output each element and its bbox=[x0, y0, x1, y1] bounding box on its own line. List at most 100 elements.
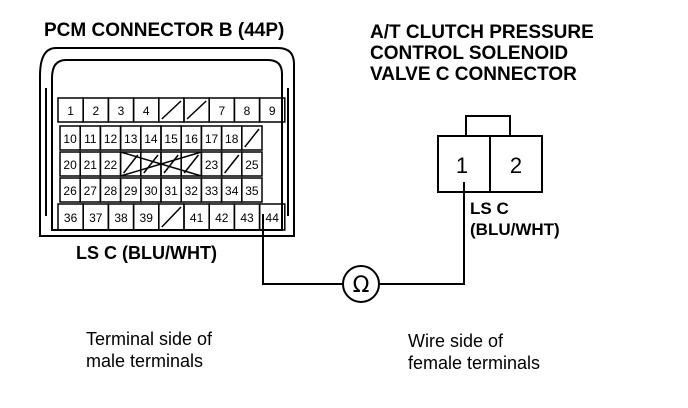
ohm-symbol: Ω bbox=[353, 273, 370, 298]
pcm-terminal-number: 31 bbox=[164, 184, 178, 198]
pcm-terminal-number: 14 bbox=[144, 132, 158, 146]
pcm-terminal: 17 bbox=[200, 125, 223, 151]
pcm-terminal: 21 bbox=[79, 151, 102, 177]
pcm-terminal-number: 36 bbox=[64, 211, 78, 225]
pcm-terminal-number: 13 bbox=[124, 132, 138, 146]
pcm-terminal-number: 10 bbox=[63, 132, 77, 146]
probe-wires bbox=[262, 182, 465, 285]
pcm-terminal-number: 22 bbox=[104, 158, 118, 172]
pcm-terminal-number: 26 bbox=[63, 184, 77, 198]
pcm-terminal-number: 1 bbox=[67, 104, 74, 118]
pcm-terminal-number: 28 bbox=[104, 184, 118, 198]
solenoid-title-line: A/T CLUTCH PRESSURE bbox=[370, 22, 594, 43]
pcm-connector-title: PCM CONNECTOR B (44P) bbox=[44, 20, 285, 41]
pcm-terminal-number: 15 bbox=[164, 132, 178, 146]
pcm-terminal: 39 bbox=[132, 203, 160, 231]
pcm-terminal bbox=[241, 125, 263, 151]
pcm-terminal: 20 bbox=[59, 151, 81, 177]
pcm-terminal: 30 bbox=[140, 177, 162, 203]
pcm-terminal bbox=[183, 97, 210, 123]
pcm-terminal-number: 42 bbox=[215, 211, 229, 225]
note-line: Terminal side of bbox=[86, 329, 213, 349]
pcm-terminal bbox=[160, 151, 182, 177]
pcm-terminal: 34 bbox=[220, 177, 243, 203]
pcm-terminal-number: 25 bbox=[245, 158, 259, 172]
pcm-terminal: 31 bbox=[160, 177, 182, 203]
pcm-terminal: 12 bbox=[99, 125, 122, 151]
pcm-terminal: 10 bbox=[59, 125, 81, 151]
pcm-terminal: 15 bbox=[160, 125, 182, 151]
pcm-terminal bbox=[140, 151, 162, 177]
pcm-terminal-number: 27 bbox=[84, 184, 98, 198]
terminal-side-note: Terminal side of male terminals bbox=[86, 328, 212, 372]
pcm-connector-housing bbox=[39, 47, 295, 237]
pcm-terminal-number: 12 bbox=[104, 132, 118, 146]
pcm-terminal: 9 bbox=[258, 97, 286, 123]
pcm-terminal: 25 bbox=[241, 151, 263, 177]
solenoid-connector-title: A/T CLUTCH PRESSURE CONTROL SOLENOID VAL… bbox=[370, 22, 594, 85]
pcm-terminal-number: 37 bbox=[89, 211, 103, 225]
solenoid-wire-label-line: (BLU/WHT) bbox=[470, 220, 560, 239]
pcm-terminal-number: 20 bbox=[63, 158, 77, 172]
pcm-terminal: 1 bbox=[57, 97, 84, 123]
pcm-terminal-number: 43 bbox=[240, 211, 254, 225]
pcm-terminal-number: 35 bbox=[245, 184, 259, 198]
pcm-terminal-number: 9 bbox=[269, 104, 276, 118]
solenoid-title-line: VALVE C CONNECTOR bbox=[370, 64, 577, 85]
pcm-terminal: 33 bbox=[200, 177, 223, 203]
pcm-terminal bbox=[158, 203, 185, 231]
pcm-terminal-number: 17 bbox=[205, 132, 219, 146]
pcm-terminal: 16 bbox=[180, 125, 203, 151]
pcm-terminal-number: 7 bbox=[218, 104, 225, 118]
pcm-terminal: 8 bbox=[233, 97, 261, 123]
pcm-terminal: 27 bbox=[79, 177, 102, 203]
pcm-terminal-number: 41 bbox=[190, 211, 204, 225]
pcm-terminal-number: 29 bbox=[124, 184, 138, 198]
pcm-terminal: 7 bbox=[208, 97, 236, 123]
pcm-terminal-number: 16 bbox=[185, 132, 199, 146]
pcm-terminal-number: 30 bbox=[144, 184, 158, 198]
solenoid-title-line: CONTROL SOLENOID bbox=[370, 43, 569, 64]
pcm-terminal: 37 bbox=[82, 203, 110, 231]
pcm-terminal: 41 bbox=[183, 203, 210, 231]
pcm-terminal-number: 4 bbox=[143, 104, 150, 118]
pcm-terminal-number: 44 bbox=[266, 211, 280, 225]
note-line: Wire side of bbox=[408, 331, 504, 351]
pcm-terminal-number: 38 bbox=[114, 211, 128, 225]
pcm-terminal-number: 23 bbox=[205, 158, 219, 172]
pcm-terminal: 13 bbox=[119, 125, 142, 151]
pcm-terminal: 22 bbox=[99, 151, 122, 177]
pcm-wire-label: LS C (BLU/WHT) bbox=[76, 243, 217, 263]
solenoid-wire-label: LS C (BLU/WHT) bbox=[470, 198, 560, 240]
probe-wire-right bbox=[380, 182, 465, 285]
pcm-terminal: 23 bbox=[200, 151, 223, 177]
blank-block-cross bbox=[120, 151, 202, 177]
solenoid-connector-housing bbox=[437, 115, 543, 193]
solenoid-wire-label-line: LS C bbox=[470, 199, 509, 218]
pcm-terminal: 11 bbox=[79, 125, 102, 151]
pcm-terminal-number: 39 bbox=[140, 211, 154, 225]
pcm-terminal bbox=[158, 97, 185, 123]
probe-wire-left bbox=[262, 214, 342, 285]
pcm-terminal: 2 bbox=[82, 97, 110, 123]
solenoid-pin-1: 1 bbox=[456, 153, 468, 178]
pcm-terminal: 38 bbox=[107, 203, 135, 231]
pcm-terminal-number: 3 bbox=[118, 104, 125, 118]
note-line: female terminals bbox=[408, 353, 541, 373]
pcm-terminal: 28 bbox=[99, 177, 122, 203]
pcm-terminal-number: 18 bbox=[225, 132, 239, 146]
note-line: male terminals bbox=[86, 351, 204, 371]
pcm-terminal: 26 bbox=[59, 177, 81, 203]
wire-side-note: Wire side of female terminals bbox=[408, 330, 540, 374]
pcm-terminal-number: 34 bbox=[225, 184, 239, 198]
pcm-terminal: 43 bbox=[233, 203, 261, 231]
ohmmeter-icon bbox=[342, 265, 380, 303]
pcm-terminal: 42 bbox=[208, 203, 236, 231]
pcm-terminal-number: 11 bbox=[84, 132, 97, 146]
pcm-terminal-number: 2 bbox=[92, 104, 99, 118]
pcm-terminal-number: 8 bbox=[244, 104, 251, 118]
pcm-terminal: 44 bbox=[258, 203, 286, 231]
pcm-terminal: 36 bbox=[57, 203, 84, 231]
